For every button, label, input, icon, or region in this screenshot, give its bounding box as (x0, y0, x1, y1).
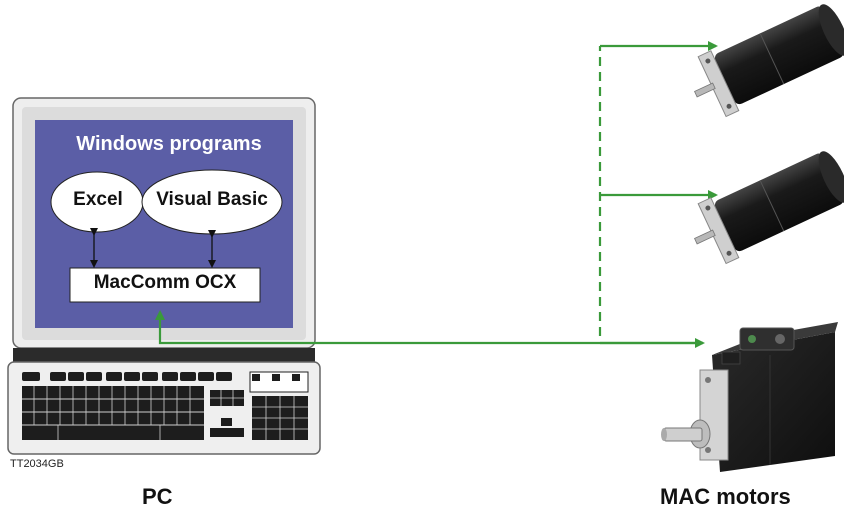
screen-title: Windows programs (76, 133, 262, 155)
mac-motors-label: MAC motors (660, 484, 791, 509)
visual-basic-label: Visual Basic (156, 189, 268, 210)
figure-code: TT2034GB (10, 458, 64, 470)
pc-label: PC (142, 484, 173, 509)
maccomm-ocx-label: MacComm OCX (93, 272, 237, 293)
pc-keyboard (7, 348, 321, 455)
excel-label: Excel (73, 189, 123, 210)
maccomm-ocx-box (69, 267, 261, 303)
mac-motor-image (661, 322, 838, 472)
motor-1-image (694, 4, 844, 118)
motor-2-image (694, 151, 844, 265)
connection-lines (155, 41, 718, 348)
ocx-to-mac-line (155, 310, 702, 345)
